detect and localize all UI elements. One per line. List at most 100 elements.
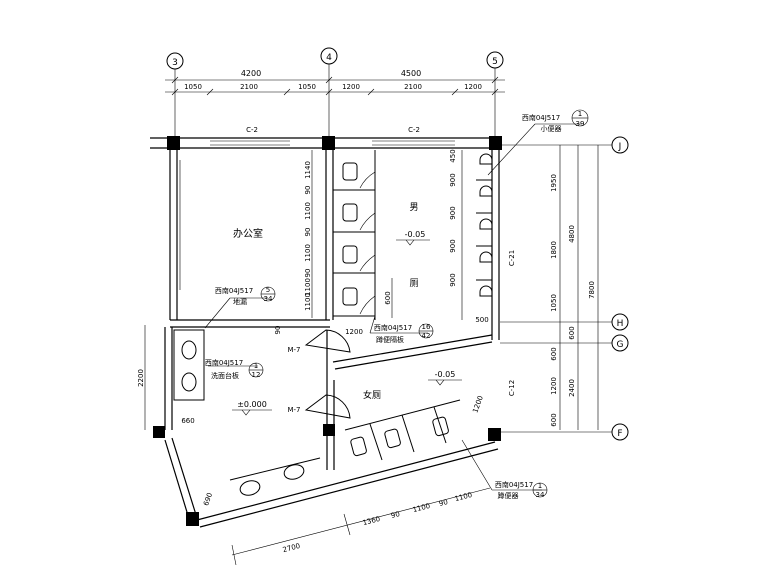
axis-label-G: G [617,340,624,350]
dim-4500: 4500 [401,69,421,78]
dim-1360: 1360 [362,515,381,527]
level-main: ±0.000 [237,400,267,409]
dim-900-c: 900 [449,239,457,252]
window-c21: C-21 [508,250,516,266]
dim-900-d: 900 [449,273,457,286]
basin-num: 1 [254,362,258,370]
window-label-right: C-2 [408,126,420,134]
mens-room: 男 厕 -0.05 [396,150,500,340]
dim-1200-women: 1200 [471,395,485,414]
right-dimensions: 1950 1800 1050 600 1200 600 4800 600 240… [500,144,612,433]
stalls [325,150,376,320]
dim-1050-r: 1050 [550,294,558,312]
room-men-b: 厕 [409,278,418,289]
dim-1200-b: 1200 [464,83,482,91]
axis-bubble-3: 3 [166,52,184,70]
stall-dimensions: 1140 90 1100 90 1100 90 1100 90 1100 [274,150,313,335]
dim-1100-b: 1100 [304,244,312,262]
dim-600-mid: 600 [568,326,576,339]
dim-1100-d: 1100 [304,293,312,311]
axis-bubble-H: H [611,313,629,331]
dim-600-r-a: 600 [550,347,558,360]
column-5F [488,428,501,441]
urinal-page: 39 [576,120,585,128]
womens-room: 女厕 -0.05 1200 [164,330,499,528]
callout-basin: 1 12 西南04J517 洗面台板 [205,358,264,380]
drain-num: 5 [266,286,270,294]
axis-bubble-G: G [611,334,629,352]
partition-page: 42 [422,332,431,340]
dim-1100-f: 1100 [454,491,473,503]
door-m7-b: M-7 [287,394,351,419]
urinal-dimensions: 450 900 900 900 900 500 [449,149,489,324]
axis-bubble-F: F [611,423,629,441]
dim-1200-a: 1200 [342,83,360,91]
callout-partition: 16 42 西南04J517 蹲便隔板 [369,315,434,344]
dim-1950: 1950 [550,174,558,192]
partition-ref: 西南04J517 [374,323,412,332]
dim-1140: 1140 [304,161,312,179]
squat-ref: 西南04J517 [495,480,533,489]
squat-name: 蹲便器 [498,491,519,500]
dim-2200: 2200 [137,369,145,387]
dim-90-b: 90 [304,228,312,237]
squat-num: 1 [538,482,542,490]
office-walls: 办公室 [169,150,263,320]
dim-600-r-b: 600 [550,413,558,426]
room-men-a: 男 [409,202,418,213]
drain-name: 地漏 [233,297,247,306]
dim-7800: 7800 [588,281,596,299]
level-men: -0.05 [405,230,426,239]
men-inner-dim: 600 1200 [345,278,393,336]
callout-urinal: 1 39 西南04J517 小便器 [487,109,589,176]
column-3F [153,426,165,438]
axis-label-F: F [617,429,622,439]
urinal-ref: 西南04J517 [522,113,560,122]
dim-90-f: 90 [438,498,449,508]
dim-2700: 2700 [282,542,301,554]
dim-690: 690 [202,492,214,507]
wash-area: 2200 660 ±0.000 [137,319,330,430]
basin-ref: 西南04J517 [205,358,243,367]
dim-1050-a: 1050 [184,83,202,91]
axis-label-5: 5 [492,57,498,67]
dim-900-b: 900 [449,206,457,219]
door-m7-a: M-7 [287,329,351,354]
axis-label-H: H [617,319,624,329]
window-label-left: C-2 [246,126,258,134]
dim-660: 660 [181,417,194,425]
dim-90-e: 90 [390,510,401,520]
dim-1050-b: 1050 [298,83,316,91]
drain-page: 34 [264,295,273,303]
partition-num: 16 [422,323,431,331]
dim-1200-men: 1200 [345,328,363,336]
squat-page: 34 [536,491,545,499]
drain-ref: 西南04J517 [215,286,253,295]
column-4F [323,424,335,436]
dim-1200-r: 1200 [550,377,558,395]
dim-1100-e: 1100 [412,502,431,514]
urinal-name: 小便器 [541,124,562,133]
room-women: 女厕 [363,389,381,401]
door-label-a: M-7 [287,346,300,354]
dim-4800: 4800 [568,225,576,243]
axis-label-4: 4 [326,53,332,63]
column-5J [489,136,502,150]
window-c12: C-12 [508,380,516,396]
callout-drain: 5 34 西南04J517 地漏 [204,286,276,329]
dim-90-a: 90 [304,186,312,195]
axis-bubble-J: J [611,136,629,154]
basin-name: 洗面台板 [211,371,239,380]
dim-1100-c: 1100 [304,278,312,296]
level-women: -0.05 [435,370,456,379]
door-label-b: M-7 [287,406,300,414]
column-3J [167,136,180,150]
partition-name: 蹲便隔板 [376,335,404,344]
dim-90-d: 90 [274,326,282,335]
dim-1100-a: 1100 [304,202,312,220]
top-dimensions: 4200 4500 1050 2100 1050 1200 2100 1200 [165,69,505,96]
bottom-dimensions: 2700 1360 90 1100 90 1100 [231,487,491,566]
dim-90-c: 90 [304,269,312,278]
